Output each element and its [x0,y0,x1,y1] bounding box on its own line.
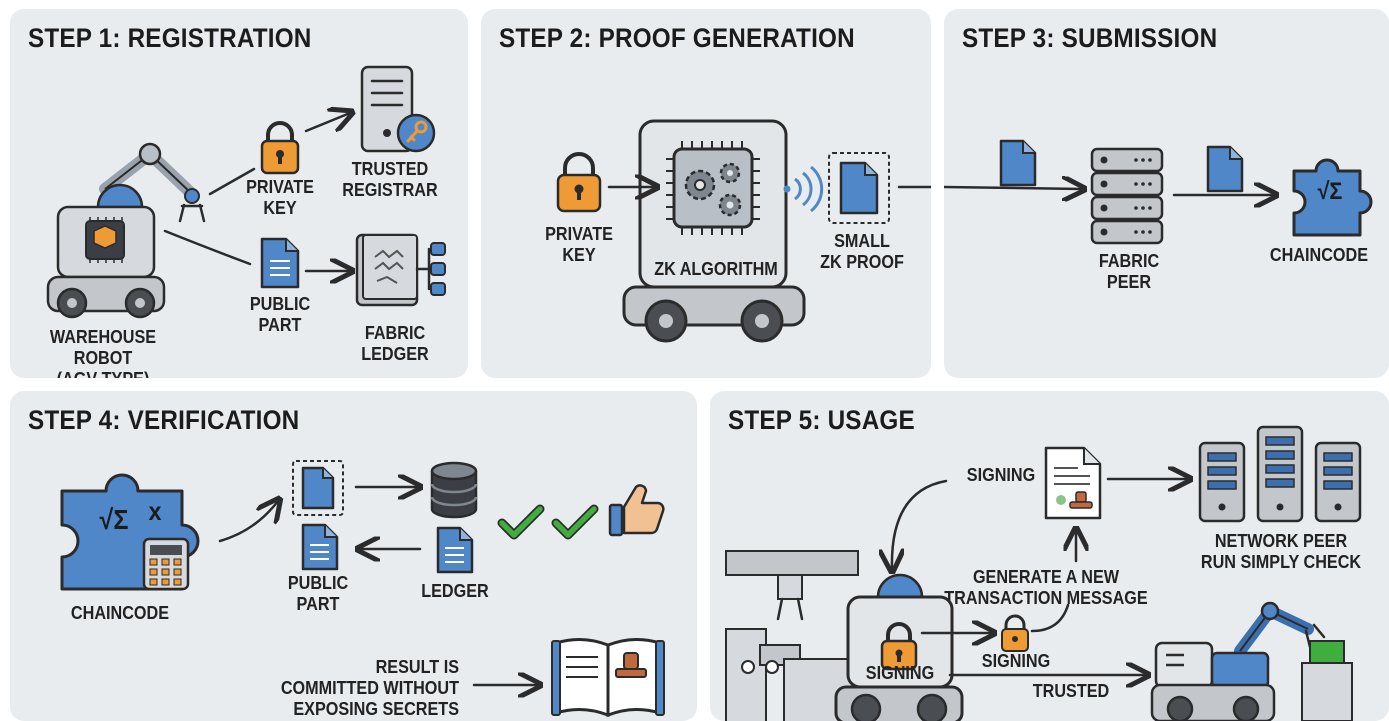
proof-to-peer-arrow [944,187,1082,189]
ledger-document-icon [436,526,474,574]
fabric-peer-server-icon [1090,147,1164,245]
proof-document-dashed-icon [292,460,344,516]
zk-proof-document-icon [828,152,890,224]
public-part-label: PUBLIC PART [249,294,311,335]
chaincode-symbol-x: x [148,496,162,526]
chaincode-label: CHAINCODE [70,603,170,623]
zk-algorithm-label: ZK ALGORITHM [654,259,778,279]
ledger-label: LEDGER [421,581,489,601]
proof-document-icon [999,139,1037,187]
zk-robot-icon [622,119,806,343]
step1-arrows [163,9,468,378]
robot-arm-icon [99,142,206,223]
chaincode-label: CHAINCODE [1269,245,1369,265]
public-part-document-icon [301,523,339,571]
step4-arrows [218,391,697,721]
step1-title: STEP 1: REGISTRATION [28,23,312,53]
chaincode-puzzle-icon [1292,158,1373,237]
step2-title: STEP 2: PROOF GENERATION [499,23,855,53]
fabric-ledger-label: FABRIC LEDGER [361,323,429,364]
robot-signing-label: SIGNING [865,663,935,683]
public-part-document-icon [260,237,300,289]
robot-to-key-arrow [208,167,256,196]
step4-title: STEP 4: VERIFICATION [28,405,300,435]
private-key-label: PRIVATE KEY [545,224,613,265]
warehouse-robot-label: WAREHOUSE ROBOT (AGV TYPE) [49,327,157,378]
chaincode-symbol: √Σ [1317,178,1343,205]
signing-top-label: SIGNING [966,465,1036,485]
fabric-ledger-book-icon [355,233,446,307]
signal-waves-icon [783,165,824,213]
step4-panel: STEP 4: VERIFICATION √Σ x CHAINCODE PUBL… [10,391,697,721]
chaincode-puzzle-calculator-icon [60,473,200,591]
warehouse-robot-icon [46,183,166,319]
step2-panel: STEP 2: PROOF GENERATION PRIVATE KEY ZK … [481,9,931,378]
trusted-registrar-server-icon [360,65,436,153]
signing-mid-label: SIGNING [981,651,1051,671]
robot-lock-icon [880,622,918,671]
lock-to-generate-arrow [1030,603,1070,633]
chaincode-to-proof-arrow [218,501,278,543]
key-to-registrar-arrow [304,113,350,133]
step1-panel: STEP 1: REGISTRATION WAREHOUSE ROBOT (AG… [10,9,468,378]
signing-to-robot-arrow [892,479,948,569]
small-zk-proof-label: SMALL ZK PROOF [820,231,904,272]
public-part-label: PUBLIC PART [287,573,349,614]
trusted-registrar-label: TRUSTED REGISTRAR [342,159,438,200]
step5-panel: STEP 5: USAGE SIGNING NETWORK PEER RUN S… [710,391,1389,721]
network-peer-servers-icon [1198,425,1362,523]
checkmark-icon [497,504,545,540]
chaincode-symbol: √Σ [99,504,129,535]
trusted-label: TRUSTED [1032,681,1110,701]
step2-arrows [607,9,931,378]
signed-document-icon [1044,446,1102,520]
generate-transaction-label: GENERATE A NEW TRANSACTION MESSAGE [944,567,1148,608]
thumbs-up-icon [608,484,665,537]
step3-title: STEP 3: SUBMISSION [962,23,1218,53]
step5-title: STEP 5: USAGE [728,405,915,435]
proof-document-icon-2 [1206,145,1244,193]
private-key-label: PRIVATE KEY [246,177,314,218]
network-peer-label: NETWORK PEER RUN SIMPLY CHECK [1200,531,1362,572]
database-icon [430,461,478,519]
step3-arrows [944,9,1389,378]
private-key-lock-icon [556,152,602,213]
small-lock-icon [1001,614,1029,652]
robot-to-public-arrow [163,229,252,266]
private-key-lock-icon [260,121,300,175]
step3-panel: STEP 3: SUBMISSION FABRIC PEER √Σ CHAINC… [944,9,1389,378]
checkmark-icon-2 [551,504,599,540]
fabric-peer-label: FABRIC PEER [1098,251,1160,292]
step5-arrows [710,391,1389,721]
